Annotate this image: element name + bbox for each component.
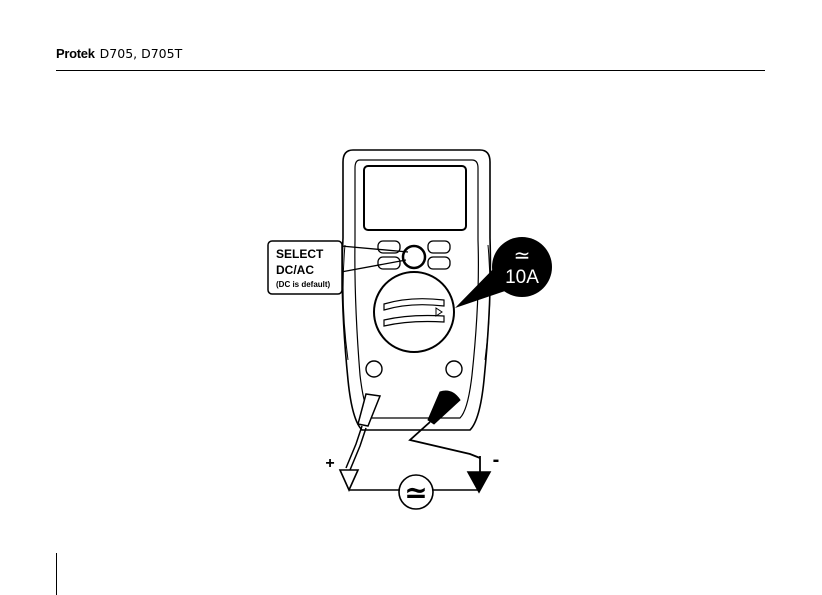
rotary-dial xyxy=(374,272,454,352)
callout-line-3: (DC is default) xyxy=(276,280,331,289)
badge-symbol: ≃ xyxy=(514,245,531,267)
jack-right xyxy=(446,361,462,377)
plus-terminal-arrow xyxy=(340,470,358,490)
callout-line-2: DC/AC xyxy=(276,263,314,277)
button-right-bottom xyxy=(428,257,450,269)
source-symbol: ≃ xyxy=(404,476,427,509)
lcd-display xyxy=(364,166,466,230)
jack-left xyxy=(366,361,382,377)
polarity-minus: - xyxy=(493,449,500,471)
badge-range: 10A xyxy=(505,267,539,288)
select-button xyxy=(403,246,425,268)
button-right-top xyxy=(428,241,450,253)
minus-terminal-arrow xyxy=(468,472,490,492)
callout-line-1: SELECT xyxy=(276,247,324,261)
polarity-plus: + xyxy=(325,455,334,472)
